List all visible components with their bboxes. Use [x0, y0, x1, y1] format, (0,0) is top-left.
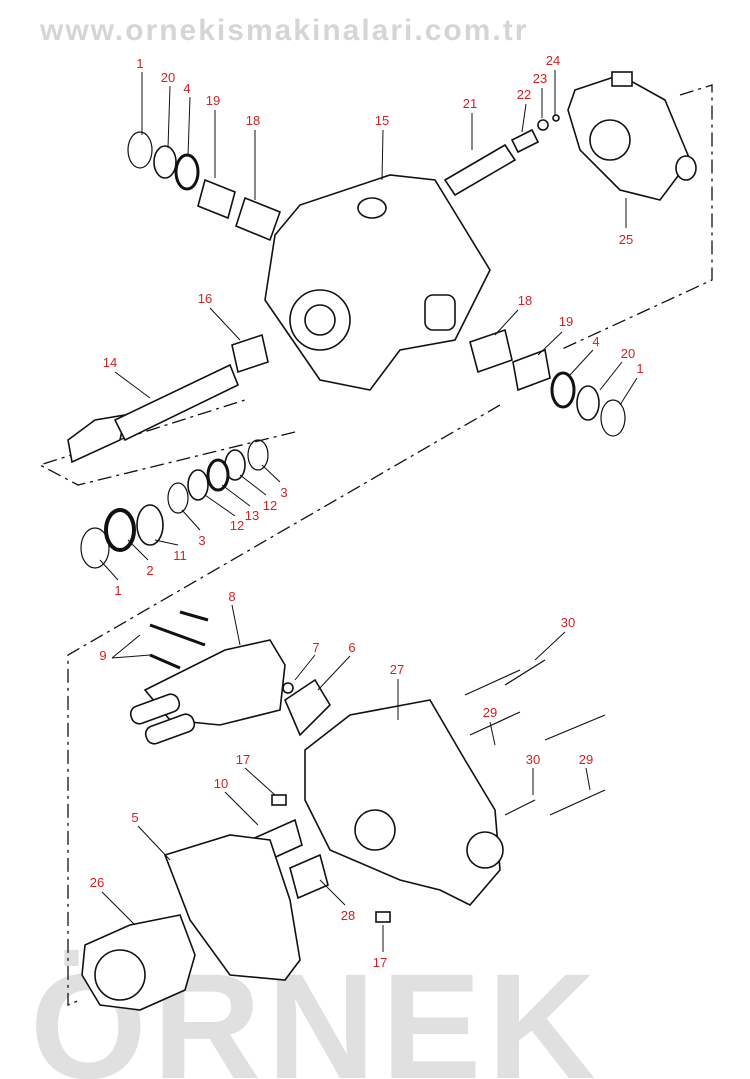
watermark-url: www.ornekismakinalari.com.tr — [39, 14, 528, 47]
part-label-10: 10 — [214, 776, 228, 791]
parts-rings — [80, 439, 269, 569]
part-label-1: 1 — [636, 361, 643, 376]
part-label-7: 7 — [312, 640, 319, 655]
part-label-19: 19 — [559, 314, 573, 329]
part-label-30: 30 — [561, 615, 575, 630]
part-label-9: 9 — [99, 648, 106, 663]
part-label-17: 17 — [373, 955, 387, 970]
part-label-4: 4 — [592, 334, 599, 349]
part-label-12: 12 — [263, 498, 277, 513]
part-label-27: 27 — [390, 662, 404, 677]
part-label-30: 30 — [526, 752, 540, 767]
part-label-20: 20 — [161, 70, 175, 85]
parts-lower — [81, 610, 606, 1011]
part-label-17: 17 — [236, 752, 250, 767]
leader-lines — [99, 70, 638, 952]
part-label-2: 2 — [146, 563, 153, 578]
part-label-4: 4 — [183, 81, 190, 96]
part-label-26: 26 — [90, 875, 104, 890]
part-label-19: 19 — [206, 93, 220, 108]
part-label-18: 18 — [518, 293, 532, 308]
part-label-29: 29 — [579, 752, 593, 767]
part-label-6: 6 — [348, 640, 355, 655]
part-label-13: 13 — [245, 508, 259, 523]
part-label-5: 5 — [131, 810, 138, 825]
part-label-29: 29 — [483, 705, 497, 720]
part-label-3: 3 — [198, 533, 205, 548]
part-label-16: 16 — [198, 291, 212, 306]
part-label-8: 8 — [228, 589, 235, 604]
part-label-22: 22 — [517, 87, 531, 102]
assembly-lines — [38, 84, 713, 1006]
part-label-1: 1 — [136, 56, 143, 71]
part-label-14: 14 — [103, 355, 117, 370]
part-label-18: 18 — [246, 113, 260, 128]
watermark: ÖRNEK www.ornekismakinalari.com.tr — [30, 14, 596, 1079]
part-label-1: 1 — [114, 583, 121, 598]
parts-upper — [67, 71, 697, 464]
part-label-24: 24 — [546, 53, 560, 68]
part-label-23: 23 — [533, 71, 547, 86]
part-label-28: 28 — [341, 908, 355, 923]
part-label-15: 15 — [375, 113, 389, 128]
part-label-3: 3 — [280, 485, 287, 500]
part-label-25: 25 — [619, 232, 633, 247]
part-label-11: 11 — [173, 548, 187, 563]
part-label-21: 21 — [463, 96, 477, 111]
part-label-12: 12 — [230, 518, 244, 533]
part-label-20: 20 — [621, 346, 635, 361]
